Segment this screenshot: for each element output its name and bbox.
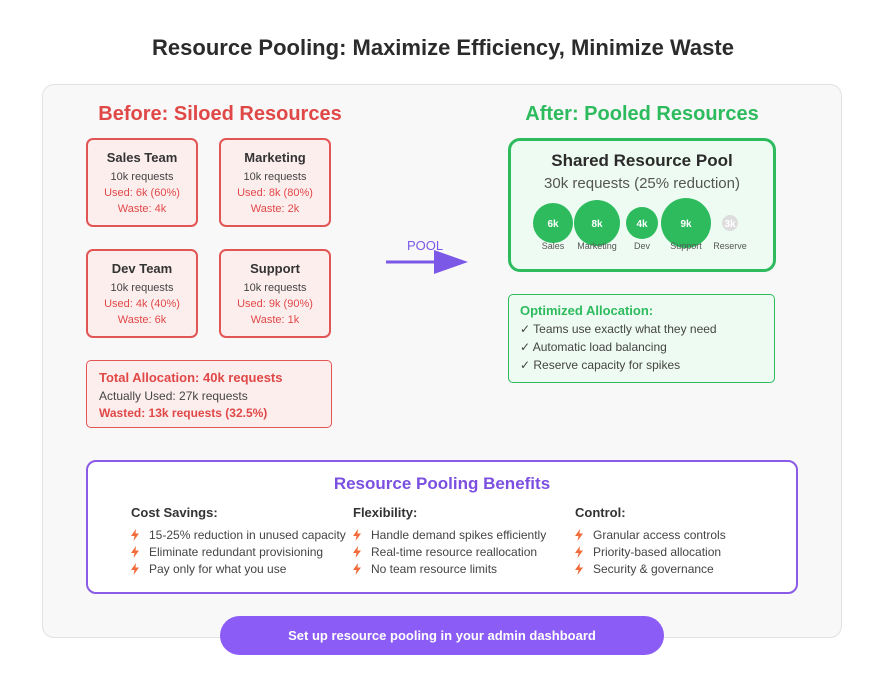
- shared-pool-subtitle: 30k requests (25% reduction): [544, 175, 740, 192]
- team-box-marketing: Marketing 10k requests Used: 8k (80%) Wa…: [219, 138, 331, 227]
- benefit-item: No team resource limits: [353, 560, 578, 577]
- lightning-icon: [131, 562, 139, 575]
- team-used: Used: 8k (80%): [237, 187, 313, 199]
- benefit-item: Granular access controls: [575, 526, 800, 543]
- total-allocation-box: Total Allocation: 40k requests Actually …: [86, 360, 332, 428]
- pool-circle-label: Marketing: [577, 241, 617, 251]
- benefit-text: Security & governance: [593, 561, 714, 576]
- pool-circle-label: Support: [670, 241, 702, 251]
- lightning-icon: [575, 562, 583, 575]
- lightning-icon: [353, 545, 361, 558]
- pool-circle-label: Reserve: [713, 241, 747, 251]
- optimized-item: ✓ Teams use exactly what they need: [520, 322, 717, 336]
- pool-circle-value: 6k: [547, 219, 559, 230]
- benefit-text: Granular access controls: [593, 527, 726, 542]
- benefit-text: Eliminate redundant provisioning: [149, 544, 324, 559]
- shared-pool-title: Shared Resource Pool: [551, 151, 733, 170]
- benefit-item: 15-25% reduction in unused capacity: [131, 526, 356, 543]
- lightning-icon: [353, 528, 361, 541]
- optimized-item: ✓ Automatic load balancing: [520, 340, 667, 354]
- benefits-title: Resource Pooling Benefits: [333, 474, 551, 493]
- total-actually-used: Actually Used: 27k requests: [99, 389, 248, 403]
- pool-circle-sales: [533, 203, 573, 243]
- benefit-text: Priority-based allocation: [593, 544, 722, 559]
- benefit-item: Handle demand spikes efficiently: [353, 526, 578, 543]
- benefits-box: [86, 460, 798, 594]
- benefits-column-heading: Flexibility:: [353, 505, 418, 520]
- team-requests: 10k requests: [243, 282, 307, 294]
- before-heading: Before: Siloed Resources: [98, 103, 342, 125]
- benefit-text: Pay only for what you use: [149, 561, 287, 576]
- pool-circle-label: Sales: [542, 241, 565, 251]
- optimized-item: ✓ Reserve capacity for spikes: [520, 358, 681, 372]
- pool-circle-reserve: [722, 215, 738, 231]
- after-heading: After: Pooled Resources: [525, 103, 759, 125]
- team-used: Used: 9k (90%): [237, 298, 313, 310]
- team-name: Marketing: [244, 150, 306, 165]
- benefits-column-control: Control: Granular access controls Priori…: [575, 505, 800, 577]
- pool-circle-value: 8k: [591, 219, 603, 230]
- team-box-dev: Dev Team 10k requests Used: 4k (40%) Was…: [86, 249, 198, 338]
- pool-circle-value: 3k: [724, 219, 736, 230]
- lightning-icon: [131, 545, 139, 558]
- team-used: Used: 6k (60%): [104, 187, 180, 199]
- lightning-icon: [131, 528, 139, 541]
- team-requests: 10k requests: [110, 171, 174, 183]
- benefits-column-flexibility: Flexibility: Handle demand spikes effici…: [353, 505, 578, 577]
- team-requests: 10k requests: [243, 171, 307, 183]
- benefit-text: Handle demand spikes efficiently: [371, 527, 547, 542]
- team-name: Dev Team: [111, 261, 173, 276]
- team-name: Support: [250, 261, 300, 276]
- benefit-item: Eliminate redundant provisioning: [131, 543, 356, 560]
- benefit-item: Real-time resource reallocation: [353, 543, 578, 560]
- total-allocation-title: Total Allocation: 40k requests: [99, 370, 283, 385]
- team-requests: 10k requests: [110, 282, 174, 294]
- benefit-text: Real-time resource reallocation: [371, 544, 538, 559]
- benefit-item: Priority-based allocation: [575, 543, 800, 560]
- pool-circle-support: [661, 198, 711, 248]
- pool-circle-marketing: [574, 200, 620, 246]
- total-wasted: Wasted: 13k requests (32.5%): [99, 406, 268, 420]
- pool-arrow-label: POOL: [406, 238, 444, 253]
- pool-circle-value: 9k: [680, 219, 692, 230]
- team-box-support: Support 10k requests Used: 9k (90%) Wast…: [219, 249, 331, 338]
- benefits-column-heading: Cost Savings:: [131, 505, 218, 520]
- team-name: Sales Team: [106, 150, 178, 165]
- pool-circle-dev: [626, 207, 658, 239]
- benefit-text: No team resource limits: [371, 561, 498, 576]
- team-waste: Waste: 2k: [250, 203, 300, 215]
- setup-pooling-button[interactable]: Set up resource pooling in your admin da…: [220, 616, 664, 655]
- team-box-sales: Sales Team 10k requests Used: 6k (60%) W…: [86, 138, 198, 227]
- optimized-allocation-title: Optimized Allocation:: [520, 303, 654, 318]
- optimized-allocation-box: Optimized Allocation: ✓ Teams use exactl…: [508, 294, 775, 383]
- benefit-text: 15-25% reduction in unused capacity: [149, 527, 346, 542]
- team-waste: Waste: 1k: [250, 314, 300, 326]
- benefit-item: Pay only for what you use: [131, 560, 356, 577]
- benefits-column-cost: Cost Savings: 15-25% reduction in unused…: [131, 505, 356, 577]
- team-waste: Waste: 4k: [117, 203, 167, 215]
- team-waste: Waste: 6k: [117, 314, 167, 326]
- pool-circle-value: 4k: [636, 219, 648, 230]
- team-used: Used: 4k (40%): [104, 298, 180, 310]
- lightning-icon: [575, 545, 583, 558]
- lightning-icon: [575, 528, 583, 541]
- pool-circle-label: Dev: [634, 241, 651, 251]
- pool-arrow-icon: [386, 250, 468, 274]
- benefits-column-heading: Control:: [575, 505, 626, 520]
- page-title: Resource Pooling: Maximize Efficiency, M…: [152, 35, 734, 60]
- shared-pool-box: [508, 138, 776, 272]
- lightning-icon: [353, 562, 361, 575]
- benefit-item: Security & governance: [575, 560, 800, 577]
